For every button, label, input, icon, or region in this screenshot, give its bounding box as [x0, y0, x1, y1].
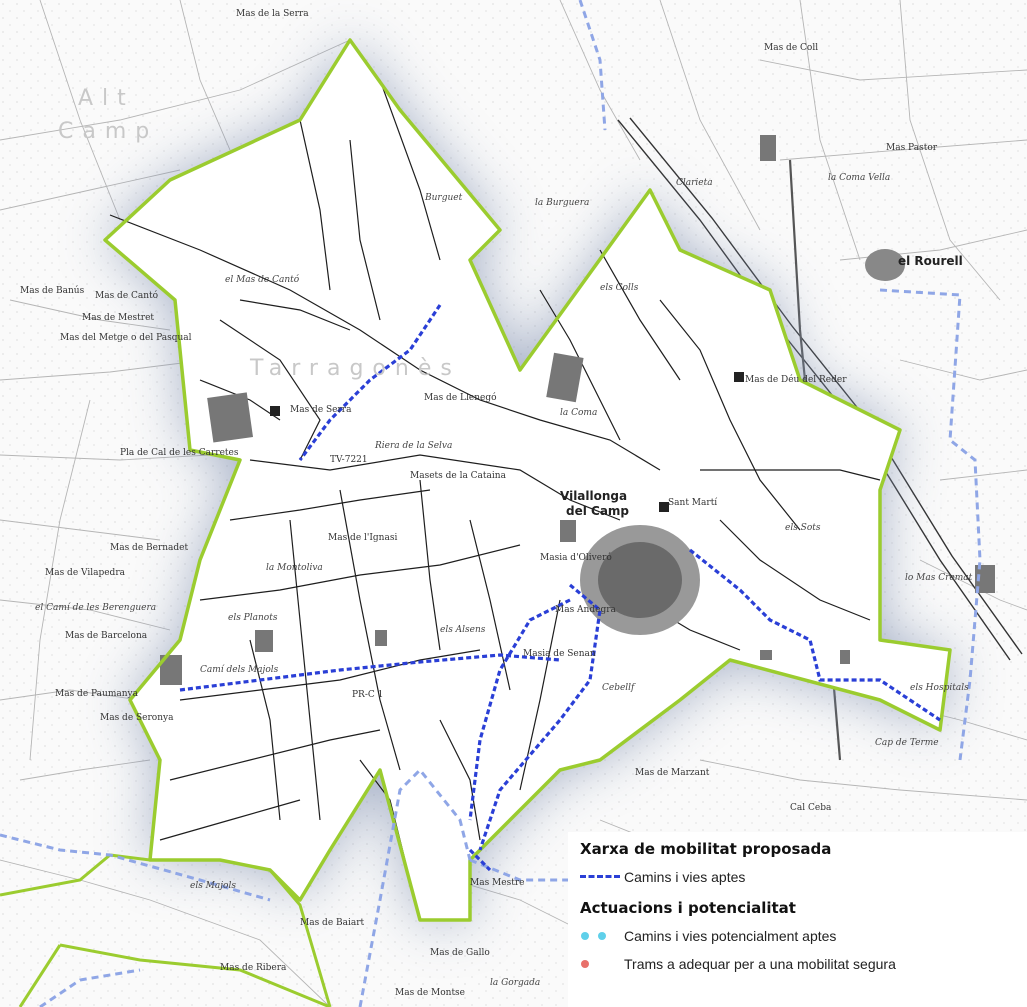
label-la-burguera: la Burguera: [535, 198, 589, 208]
label-el-mas-de-canto: el Mas de Cantó: [225, 274, 300, 285]
label-mas-de-canto: Mas de Cantó: [95, 290, 158, 301]
label-mas-seronya: Mas de Seronya: [100, 713, 174, 723]
label-region-alt: Alt: [78, 86, 135, 111]
legend-heading-proposed: Xarxa de mobilitat proposada: [580, 840, 832, 858]
label-mas-paumanya: Mas de Paumanya: [55, 689, 139, 699]
road-network: [109, 79, 881, 881]
label-els-hospitals: els Hospitals: [910, 683, 969, 693]
label-mas-metge: Mas del Metge o del Pasqual: [60, 333, 192, 343]
potential-routes: [0, 0, 982, 1007]
label-mas-de-coll: Mas de Coll: [764, 43, 818, 53]
label-els-alsens: els Alsens: [440, 625, 486, 635]
town-core: [580, 249, 905, 635]
label-mas-de-mestret: Mas de Mestret: [82, 313, 154, 323]
label-mas-pastor: Mas Pastor: [886, 143, 938, 153]
label-cal-ceba: Cal Ceba: [790, 803, 832, 813]
label-mas-barcelona: Mas de Barcelona: [65, 631, 148, 641]
label-cap-de-terme: Cap de Terme: [875, 738, 939, 748]
legend-heading-actions: Actuacions i potencialitat: [580, 899, 796, 917]
label-la-coma: la Coma: [560, 408, 597, 418]
label-la-coma-vella: la Coma Vella: [828, 173, 890, 183]
label-el-rourell: el Rourell: [898, 254, 963, 268]
label-lo-mas-cremat: lo Mas Cremat: [905, 573, 973, 583]
cyan-dot-pair-icon: [576, 926, 624, 946]
map-legend: Xarxa de mobilitat proposada Camins i vi…: [568, 832, 1027, 1007]
label-riera-selva: Riera de la Selva: [374, 441, 452, 451]
label-cami-majols: Camí dels Majols: [200, 664, 279, 675]
legend-item-potential: Camins i vies potencialment aptes: [576, 926, 836, 946]
legend-item-adapt: Trams a adequar per a una mobilitat segu…: [576, 954, 896, 974]
label-la-montoliva: la Montoliva: [266, 563, 323, 573]
label-masia-clivero: Masia d'Oliveró: [540, 552, 612, 563]
red-dot-icon: [576, 954, 624, 974]
label-els-majols: els Majols: [190, 881, 236, 891]
label-mas-andegra: Mas Andegra: [555, 605, 617, 615]
neighbour-boundary: [0, 853, 332, 1007]
buildings: [160, 135, 995, 898]
label-mas-de-marzant: Mas de Marzant: [635, 768, 710, 778]
label-mas-serra-top: Mas de la Serra: [236, 9, 309, 19]
label-els-sots: els Sots: [785, 523, 821, 533]
label-mas-de-llenego: Mas de Llenegó: [424, 392, 497, 403]
municipality-area: [105, 40, 950, 920]
legend-item-routes: Camins i vies aptes: [576, 867, 745, 887]
label-town: Vilallonga: [560, 489, 627, 503]
label-mas-mestre: Mas Mestre: [470, 878, 524, 888]
label-mas-de-reder: Mas de Déu del Reder: [745, 374, 847, 385]
municipal-boundary: [103, 38, 952, 922]
label-burguet: Burguet: [424, 193, 463, 203]
label-region-camp: Camp: [58, 119, 158, 144]
label-cebellf: Cebellf: [602, 683, 636, 693]
proposed-routes: [179, 304, 941, 872]
dashed-line-icon: [576, 867, 624, 887]
label-mas-de-ribera: Mas de Ribera: [220, 963, 287, 973]
label-mas-fignasi: Mas de l'Ignasi: [328, 533, 397, 543]
label-region-tarragones: Tarragonès: [249, 356, 461, 381]
label-mas-de-banus: Mas de Banús: [20, 285, 85, 296]
label-mas-bernadet: Mas de Bernadet: [110, 543, 189, 553]
label-clarieta: Clarieta: [676, 178, 713, 188]
label-masia-senan: Masia de Senan: [523, 649, 596, 659]
label-mas-de-montse: Mas de Montse: [395, 988, 465, 998]
label-els-colls: els Colls: [600, 283, 639, 293]
label-mas-de-serra: Mas de Serra: [290, 405, 352, 415]
label-pr-c1: PR-C 1: [352, 690, 383, 700]
label-mas-de-baiart: Mas de Baiart: [300, 918, 365, 928]
label-sant-marti: Sant Martí: [668, 497, 717, 508]
label-pla-carretes: Pla de Cal de les Carretes: [120, 448, 239, 458]
label-cami-berenguera: el Camí de les Berenguera: [35, 602, 156, 613]
label-els-planots: els Planots: [228, 613, 278, 623]
label-town-2: del Camp: [566, 504, 629, 518]
label-mas-vilapedra: Mas de Vilapedra: [45, 568, 126, 578]
label-la-gorgada: la Gorgada: [490, 978, 540, 988]
label-mas-de-gallo: Mas de Gallo: [430, 948, 490, 958]
label-masets-cataina: Masets de la Cataina: [410, 471, 507, 481]
label-tv-7221: TV-7221: [330, 455, 368, 465]
